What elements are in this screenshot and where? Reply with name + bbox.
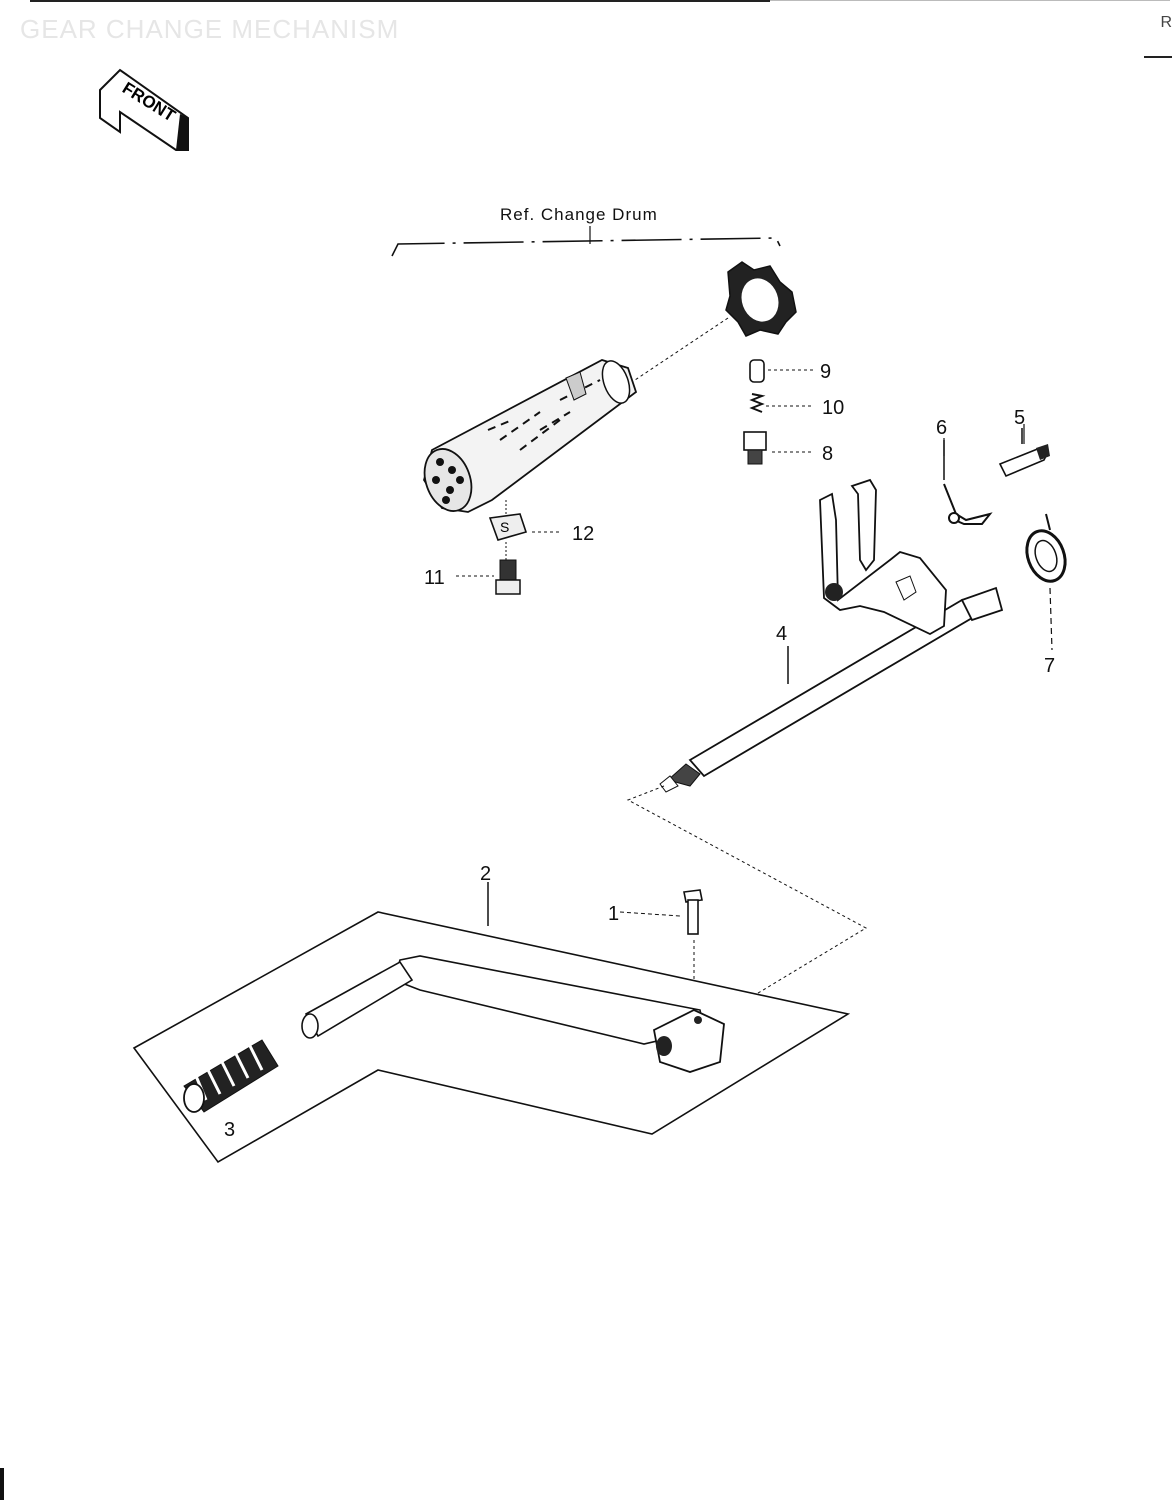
- part-3-pedal-rubber: [183, 1039, 279, 1113]
- callout-9: 9: [820, 361, 831, 383]
- part-1-bolt: [619, 889, 703, 1012]
- part-7-spring: [1025, 513, 1067, 651]
- callout-4: 4: [776, 623, 787, 645]
- callout-1: 1: [608, 903, 619, 925]
- callout-10: 10: [822, 397, 844, 419]
- ref-change-drum-label: Ref. Change Drum: [500, 205, 658, 224]
- change-drum: [423, 359, 638, 513]
- callout-7: 7: [1044, 655, 1055, 677]
- assembly-guide-lines: [626, 785, 868, 1017]
- callout-6: 6: [936, 417, 947, 439]
- page-ref: R: [1160, 14, 1172, 31]
- cam-plate: [631, 261, 797, 383]
- callout-2: 2: [480, 863, 491, 885]
- callout-leaders: [943, 424, 1025, 456]
- page-title: GEAR CHANGE MECHANISM: [20, 14, 400, 44]
- part-5-pin-bolt: [998, 428, 1050, 478]
- svg-text:S: S: [500, 519, 509, 535]
- part-12-holder: S: [488, 500, 560, 541]
- callout-3: 3: [224, 1119, 235, 1141]
- callout-12: 12: [572, 523, 594, 545]
- edge-mark: [0, 1468, 4, 1500]
- callout-11: 11: [424, 567, 445, 589]
- front-arrow-icon: FRONT: [99, 68, 189, 151]
- page-ref-rule: [1144, 56, 1172, 58]
- callout-5: 5: [1014, 407, 1025, 429]
- part-4-shift-shaft: [659, 478, 1004, 793]
- part-9-pin: [749, 359, 814, 383]
- header-rule-faint: [770, 0, 1170, 1]
- callout-8: 8: [822, 443, 833, 465]
- header-rule: [30, 0, 770, 2]
- ref-change-drum-bracket: Ref. Change Drum: [391, 205, 781, 257]
- part-11-bolt: [456, 542, 521, 595]
- part-8-plug: [743, 431, 812, 465]
- part-10-spring: [749, 393, 814, 413]
- part-6-return-spring: [943, 440, 993, 525]
- part-2-shift-lever: [132, 882, 851, 1164]
